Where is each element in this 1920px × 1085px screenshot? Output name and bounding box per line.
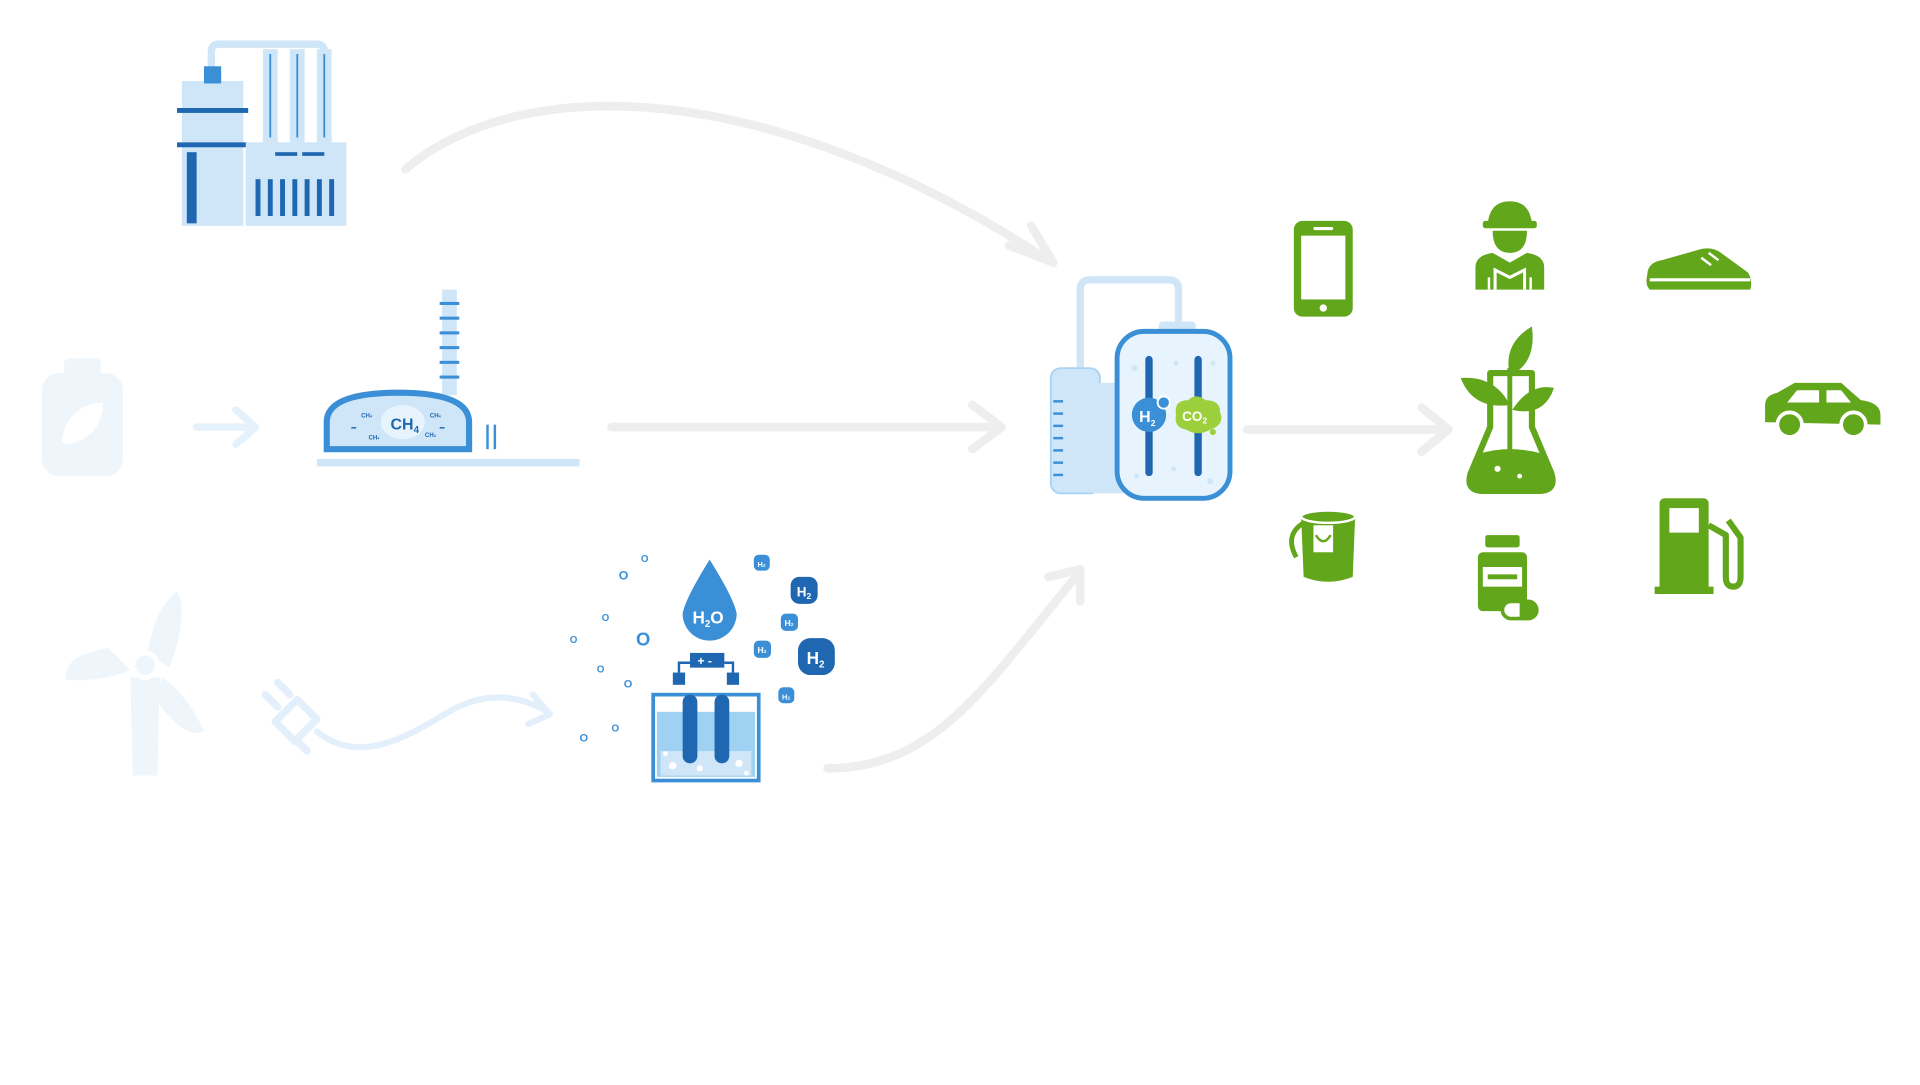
oxygen-label-9: O bbox=[580, 732, 589, 744]
power-plug-icon bbox=[261, 678, 321, 755]
reactor-co2-sub: 2 bbox=[1202, 415, 1207, 425]
reactor-h2-sub: 2 bbox=[1151, 418, 1156, 428]
svg-text:CH4: CH4 bbox=[425, 432, 437, 439]
arrow-factory-to-reactor bbox=[400, 101, 1058, 267]
hydrogen-label-4: H bbox=[758, 645, 764, 655]
hydrogen-label-2-sub: 2 bbox=[807, 591, 812, 601]
hydrogen-label-4-sub: 2 bbox=[764, 649, 767, 655]
hydrogen-label-6: H bbox=[782, 693, 787, 702]
arrow-canister-to-digester bbox=[192, 406, 260, 448]
worker-icon bbox=[1475, 201, 1545, 290]
svg-text:H2: H2 bbox=[758, 645, 767, 655]
biogas-digester-icon: CH4 CH4 CH4 CH4 CH4 bbox=[316, 289, 580, 467]
oxygen-label-5: O bbox=[570, 635, 578, 646]
medicine-bottle-icon bbox=[1477, 535, 1539, 621]
svg-text:H2: H2 bbox=[782, 693, 790, 702]
smartphone-icon bbox=[1293, 220, 1353, 317]
water-label-o: O bbox=[710, 607, 723, 627]
methane-small-4-sub: 4 bbox=[434, 434, 437, 438]
oxygen-label-7: O bbox=[624, 678, 633, 690]
oxygen-bubbles: O O O O O O O O O bbox=[570, 554, 651, 744]
electrolysis-icon: H2O + - bbox=[651, 559, 761, 783]
svg-text:CH4: CH4 bbox=[430, 412, 442, 419]
factory-icon bbox=[177, 40, 347, 226]
hydrogen-label-5: H bbox=[807, 648, 819, 668]
methane-small-2: CH bbox=[368, 434, 377, 441]
oxygen-label-6: O bbox=[597, 665, 605, 676]
oxygen-label-8: O bbox=[611, 723, 619, 734]
car-icon bbox=[1765, 382, 1881, 439]
arrow-electrolysis-to-reactor bbox=[823, 565, 1085, 773]
water-label-sub: 2 bbox=[705, 619, 711, 630]
plant-flask-icon bbox=[1460, 326, 1556, 494]
oxygen-label-3: O bbox=[602, 613, 610, 624]
hydrogen-label-3-sub: 2 bbox=[791, 622, 794, 628]
oxygen-label-4: O bbox=[636, 629, 650, 650]
hydrogen-label-5-sub: 2 bbox=[819, 660, 825, 671]
svg-text:CH4: CH4 bbox=[368, 434, 380, 441]
svg-text:CH4: CH4 bbox=[361, 412, 373, 419]
arrow-digester-to-reactor bbox=[607, 400, 1007, 454]
hydrogen-label-6-sub: 2 bbox=[787, 696, 790, 702]
methane-label-sub: 4 bbox=[414, 425, 420, 436]
oxygen-label-2: O bbox=[619, 568, 629, 582]
hydrogen-label-2: H bbox=[797, 584, 807, 599]
sneaker-icon bbox=[1646, 248, 1752, 290]
reactor-h2-label: H bbox=[1139, 409, 1151, 426]
wind-turbine-icon bbox=[66, 591, 204, 776]
battery-label: + - bbox=[697, 654, 712, 668]
svg-text:H2: H2 bbox=[807, 648, 825, 671]
svg-text:H2: H2 bbox=[1139, 409, 1156, 428]
methane-small-2-sub: 4 bbox=[377, 436, 380, 440]
svg-text:H2: H2 bbox=[758, 560, 766, 569]
methane-small-1-sub: 4 bbox=[370, 414, 373, 418]
methane-label: CH bbox=[391, 417, 414, 434]
gas-canister-leaf-icon bbox=[42, 358, 123, 477]
methane-small-1: CH bbox=[361, 412, 370, 419]
paint-bucket-icon bbox=[1289, 509, 1357, 582]
arrow-plug-to-electrolysis bbox=[313, 691, 554, 751]
methane-small-3-sub: 4 bbox=[439, 414, 442, 418]
svg-text:CH4: CH4 bbox=[391, 417, 420, 437]
svg-text:H2O: H2O bbox=[692, 607, 723, 630]
bioreactor-icon: H2 CO2 bbox=[1049, 276, 1233, 501]
water-label: H bbox=[692, 607, 704, 627]
hydrogen-label-1-sub: 2 bbox=[763, 563, 766, 569]
svg-text:H2: H2 bbox=[797, 584, 812, 600]
svg-text:H2: H2 bbox=[785, 618, 794, 628]
svg-text:CO2: CO2 bbox=[1182, 409, 1207, 425]
oxygen-label-1: O bbox=[641, 554, 649, 565]
hydrogen-bubbles: H2 H2 H2 H2 H2 H2 bbox=[753, 554, 835, 704]
methane-small-4: CH bbox=[425, 432, 434, 439]
fuel-pump-icon bbox=[1654, 498, 1744, 594]
methane-small-3: CH bbox=[430, 412, 439, 419]
reactor-co2-label: CO bbox=[1182, 409, 1202, 424]
hydrogen-label-3: H bbox=[785, 618, 791, 628]
arrow-reactor-to-products bbox=[1242, 403, 1453, 456]
hydrogen-label-1: H bbox=[758, 560, 763, 569]
